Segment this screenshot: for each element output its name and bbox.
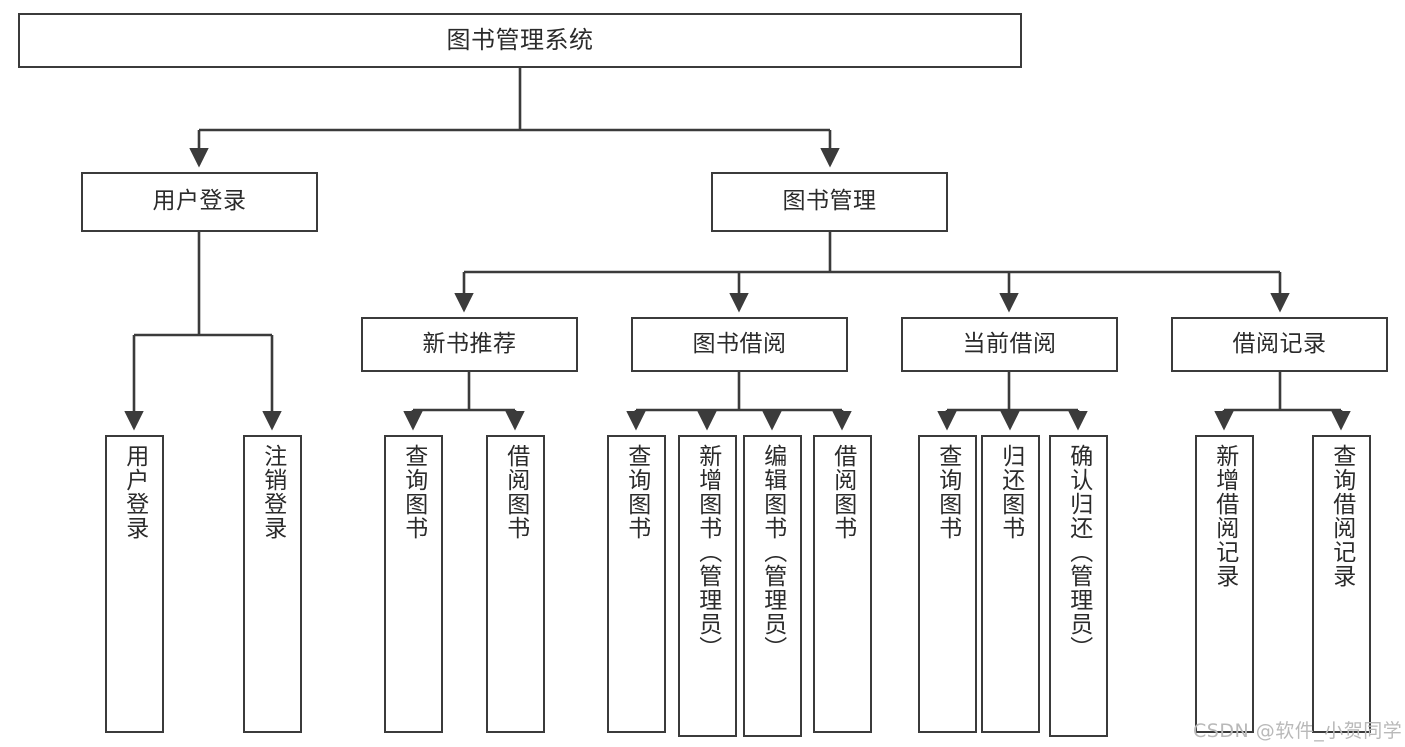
leaf-borrow-borrow-book[interactable]: 借阅图书 [813,435,872,733]
leaf-borrow-edit-book-admin[interactable]: 编辑图书（管理员） [743,435,802,737]
node-label: 新增借阅记录 [1211,444,1238,588]
node-label: 当前借阅 [962,330,1057,357]
node-label: 用户登录 [121,444,148,540]
leaf-records-query-record[interactable]: 查询借阅记录 [1312,435,1371,733]
node-current-borrow[interactable]: 当前借阅 [901,317,1118,372]
node-label: 查询图书 [934,444,961,540]
node-new-book-recommend[interactable]: 新书推荐 [361,317,578,372]
node-label: 查询借阅记录 [1328,444,1355,588]
leaf-new-book-query[interactable]: 查询图书 [384,435,443,733]
node-label: 编辑图书（管理员） [759,444,786,660]
leaf-new-book-borrow[interactable]: 借阅图书 [486,435,545,733]
node-label: 图书借阅 [692,330,787,357]
node-label: 借阅图书 [829,444,856,540]
node-root-system[interactable]: 图书管理系统 [18,13,1022,68]
node-label: 确认归还（管理员） [1065,444,1092,660]
leaf-borrow-query-book[interactable]: 查询图书 [607,435,666,733]
node-label: 查询图书 [623,444,650,540]
node-label: 用户登录 [152,188,247,215]
leaf-user-login-signin[interactable]: 用户登录 [105,435,164,733]
node-label: 图书管理系统 [446,26,594,55]
leaf-user-login-signout[interactable]: 注销登录 [243,435,302,733]
node-user-login[interactable]: 用户登录 [81,172,318,232]
node-label: 借阅记录 [1232,330,1327,357]
node-borrow-records[interactable]: 借阅记录 [1171,317,1388,372]
node-book-borrow[interactable]: 图书借阅 [631,317,848,372]
node-label: 新增图书（管理员） [694,444,721,660]
node-label: 查询图书 [400,444,427,540]
leaf-current-query-book[interactable]: 查询图书 [918,435,977,733]
leaf-borrow-add-book-admin[interactable]: 新增图书（管理员） [678,435,737,737]
node-label: 借阅图书 [502,444,529,540]
leaf-records-add-record[interactable]: 新增借阅记录 [1195,435,1254,733]
node-label: 新书推荐 [422,330,517,357]
watermark-text: CSDN @软件_小贺同学 [1193,720,1403,742]
leaf-current-confirm-return-admin[interactable]: 确认归还（管理员） [1049,435,1108,737]
node-label: 注销登录 [259,444,286,540]
node-label: 归还图书 [997,444,1024,540]
leaf-current-return-book[interactable]: 归还图书 [981,435,1040,733]
node-book-management[interactable]: 图书管理 [711,172,948,232]
node-label: 图书管理 [782,188,877,215]
